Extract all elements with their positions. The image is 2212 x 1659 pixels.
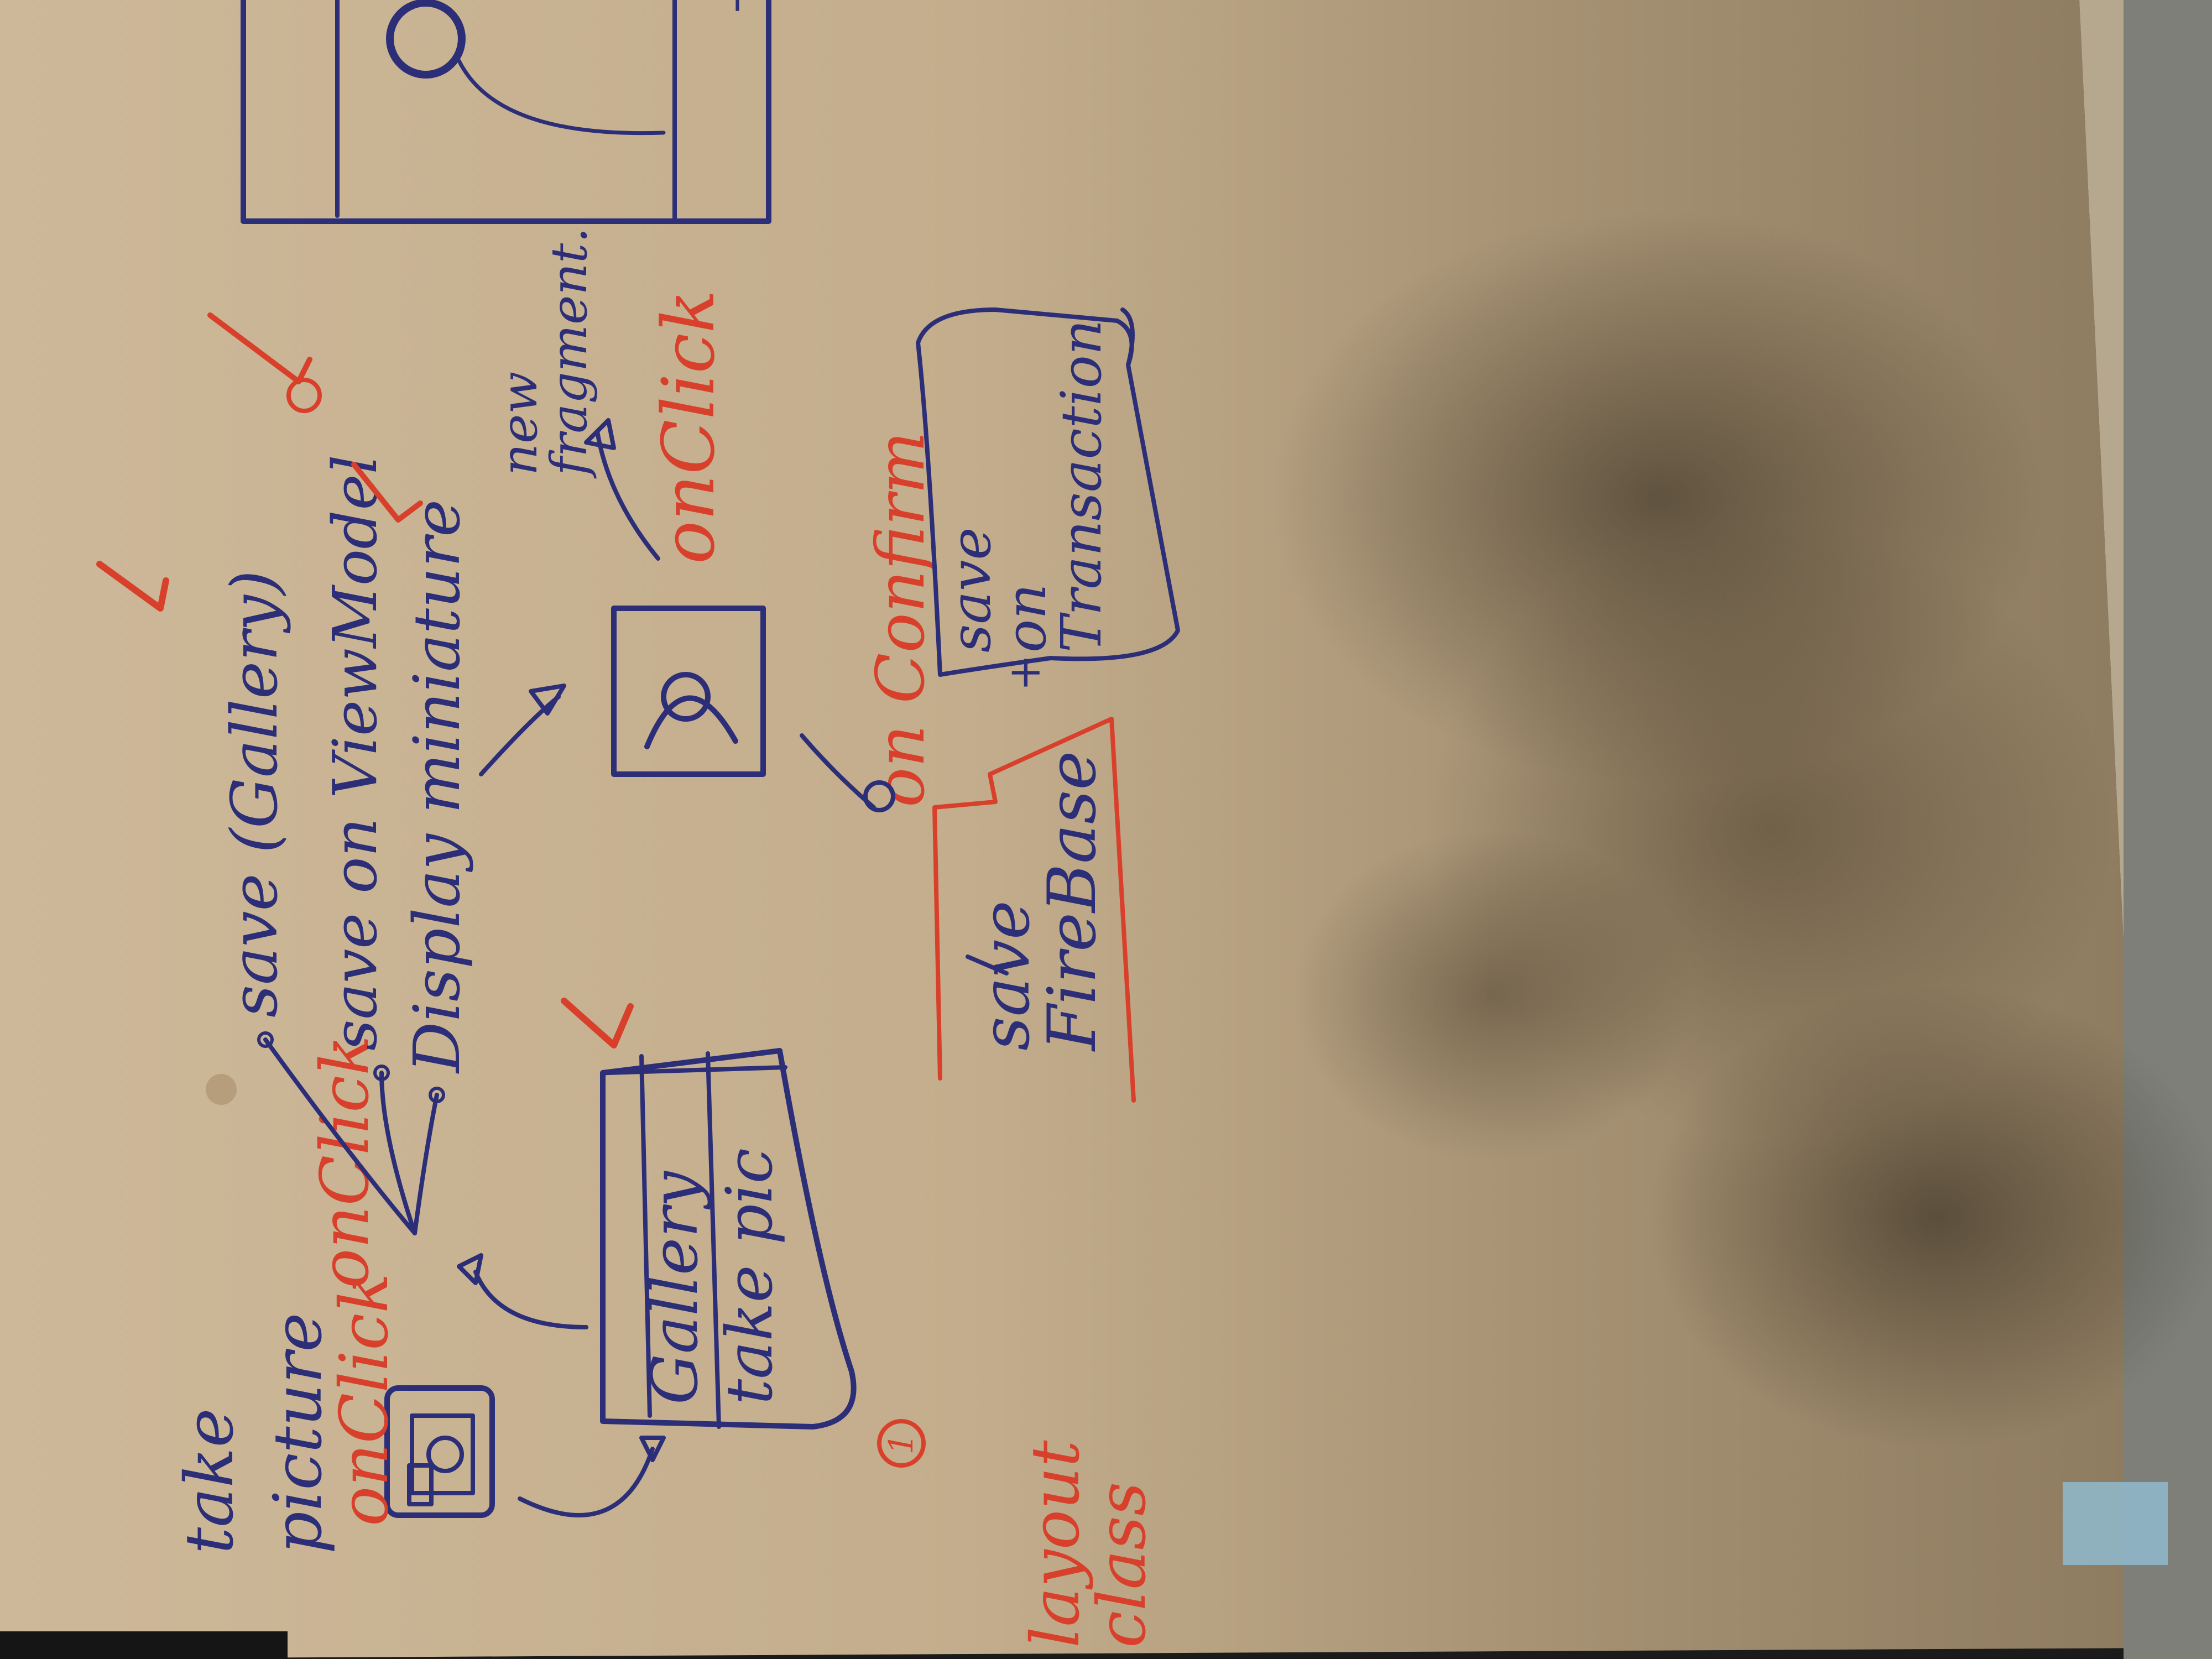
svg-text:layout: layout <box>1018 1440 1094 1648</box>
arrow-gallery <box>473 1270 588 1329</box>
svg-text:save on ViewModel: save on ViewModel <box>320 455 390 1051</box>
check-mark-icon <box>96 561 169 612</box>
onclick-label-2: onClick <box>646 290 731 564</box>
circle-check-icon <box>286 378 322 413</box>
new-fragment-label: new fragment. <box>491 227 598 479</box>
svg-text:onClick: onClick <box>646 290 731 564</box>
onclick-label-1b: onClick <box>307 1035 384 1288</box>
svg-text:1: 1 <box>882 1433 921 1454</box>
svg-text:+: + <box>719 0 756 22</box>
svg-text:on Confirm: on Confirm <box>863 431 940 807</box>
layout-class-label: layout class <box>1018 1440 1161 1648</box>
svg-text:class: class <box>1084 1482 1161 1648</box>
menu-take-pic-label: take pic <box>713 1148 787 1405</box>
save-on-transaction-cloud: save on Transaction <box>916 307 1180 677</box>
svg-text:new: new <box>491 372 549 476</box>
on-confirm-label: on Confirm <box>863 431 940 807</box>
check-mark-icon <box>207 312 312 384</box>
arrow-new-fragment <box>595 429 660 561</box>
svg-text:save: save <box>968 900 1045 1051</box>
gallery-take-pic-menu: Gallery take pic <box>600 1048 857 1430</box>
svg-text:save: save <box>938 527 1003 653</box>
menu-gallery-label: Gallery <box>638 1170 712 1405</box>
svg-text:onClick: onClick <box>307 1035 384 1288</box>
take-label: take <box>171 1408 248 1554</box>
svg-text:FireBase: FireBase <box>1034 751 1111 1052</box>
arrow-to-image <box>479 695 561 776</box>
screen-sketch-top-right: + <box>241 0 771 224</box>
check-mark-icon <box>561 998 634 1048</box>
save-firebase-box: save FireBase <box>932 717 1136 1103</box>
save-viewmodel-label: save on ViewModel <box>320 455 390 1051</box>
take-picture-label: take picture <box>171 1313 337 1554</box>
svg-text:Transaction: Transaction <box>1049 320 1114 653</box>
arrow-camera-to-menu <box>518 1447 655 1517</box>
check-mark-icon <box>351 462 423 523</box>
onclick-label-1: onClick <box>326 1273 403 1526</box>
svg-text:save (Gallery): save (Gallery) <box>218 570 292 1018</box>
check-mark-icon <box>966 954 1009 975</box>
save-gallery-label: save (Gallery) <box>218 570 292 1018</box>
circled-number-1: 1 <box>877 1419 926 1468</box>
picture-label: picture <box>260 1313 337 1554</box>
image-placeholder-icon <box>611 606 766 777</box>
branch-arrows <box>257 1031 445 1235</box>
camera-icon <box>384 1385 495 1518</box>
svg-text:onClick: onClick <box>326 1273 403 1526</box>
svg-text:on: on <box>994 583 1058 653</box>
arrow-head <box>639 1436 666 1462</box>
svg-text:Display miniature: Display miniature <box>400 499 474 1074</box>
display-miniature-label: Display miniature <box>400 499 474 1074</box>
